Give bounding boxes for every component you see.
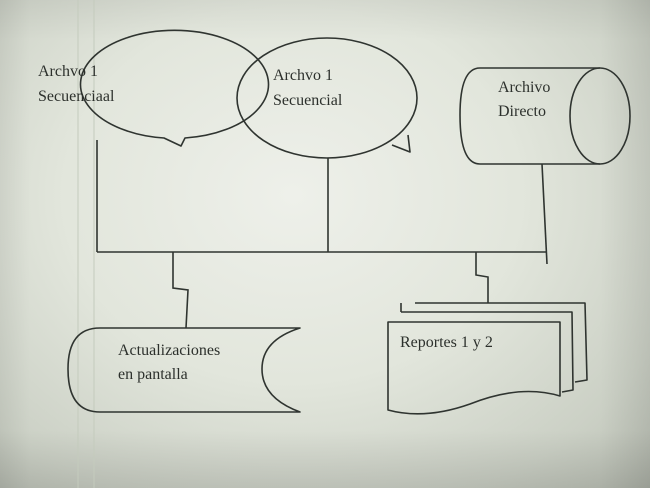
node-label-line2: Secuencial — [273, 92, 343, 109]
document-sheet-back — [415, 302, 588, 383]
direct-storage-end — [569, 67, 631, 165]
node-label-line2: Directo — [498, 103, 546, 120]
connectors — [96, 140, 548, 329]
direct-storage-body — [459, 67, 600, 165]
node-label-line2: en pantalla — [118, 366, 188, 383]
connector-to-reports — [475, 252, 489, 303]
document-sheet-middle — [400, 303, 574, 393]
document-sheet-front — [387, 321, 561, 415]
node-label-line1: Actualizaciones — [118, 342, 220, 359]
node-label-line2: Secuenciaal — [38, 88, 115, 105]
sequential-tape-symbol — [236, 37, 418, 159]
node-label-line1: Archivo — [498, 79, 550, 96]
actualizaciones-en-pantalla: Actualizaciones en pantalla — [67, 327, 301, 413]
archivo-directo: Archivo Directo — [459, 67, 631, 165]
archivo-1-secuencial-middle: Archvo 1 Secuencial — [236, 37, 418, 159]
sequential-tape-symbol — [79, 29, 270, 147]
node-label-line1: Archvo 1 — [273, 67, 333, 84]
archivo-1-secuencial-left: Archvo 1 Secuenciaal — [38, 29, 270, 147]
node-label: Reportes 1 y 2 — [400, 334, 493, 351]
tape-tail — [391, 134, 411, 153]
display-symbol — [67, 327, 301, 413]
connector-right — [541, 163, 548, 265]
reportes-1-y-2: Reportes 1 y 2 — [387, 302, 588, 415]
node-label-line1: Archvo 1 — [38, 63, 98, 80]
connector-to-display — [172, 252, 189, 329]
